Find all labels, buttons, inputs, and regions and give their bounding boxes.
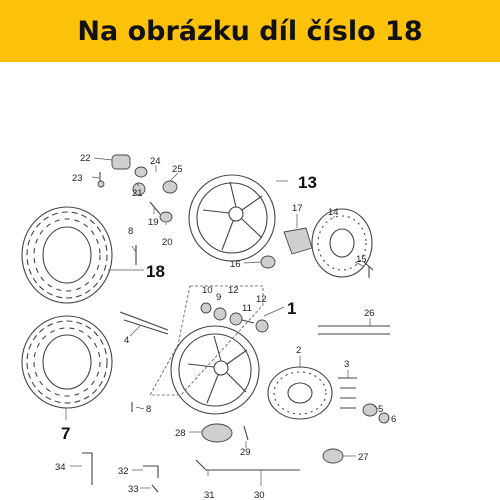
- tyre-front-7: [21, 315, 113, 409]
- callout-19: 19: [148, 217, 159, 228]
- callout-5: 5: [378, 404, 383, 415]
- callout-1: 1: [287, 299, 296, 318]
- callout-12b: 12: [256, 294, 267, 305]
- hub-carrier-17: [283, 227, 313, 255]
- banner-title: Na obrázku díl číslo 18: [77, 15, 423, 47]
- clip-29: [243, 425, 249, 441]
- callout-14: 14: [328, 207, 339, 218]
- bolt-19: [149, 201, 161, 215]
- seal-10: [200, 302, 212, 314]
- callout-9: 9: [216, 292, 221, 303]
- callout-10: 10: [202, 285, 213, 296]
- front-hub-dashed-outline: [149, 285, 264, 396]
- valve-part-22: [111, 154, 131, 170]
- rear-wheel-rim: [188, 174, 276, 262]
- washer-21: [132, 182, 146, 196]
- bolt-set-26: [318, 325, 390, 335]
- bolts-3: [338, 377, 357, 409]
- callout-8-lower: 8: [146, 404, 151, 415]
- callout-33: 33: [128, 484, 139, 495]
- spacer-20: [159, 211, 173, 223]
- drive-28: [201, 423, 233, 443]
- callout-24: 24: [150, 156, 161, 167]
- rear-brake-disc: [311, 208, 373, 278]
- callout-4: 4: [124, 335, 129, 346]
- callout-22: 22: [80, 153, 91, 164]
- callout-7: 7: [61, 424, 70, 443]
- callout-30: 30: [254, 490, 265, 500]
- callout-21: 21: [132, 188, 143, 199]
- nut-5: [362, 403, 378, 417]
- callout-26: 26: [364, 308, 375, 319]
- callout-18: 18: [146, 262, 165, 281]
- callout-17: 17: [292, 203, 303, 214]
- front-brake-disc: [267, 366, 333, 420]
- callout-29: 29: [240, 447, 251, 458]
- valve-cap-23: [97, 180, 105, 188]
- callout-16: 16: [230, 259, 241, 270]
- bracket-32: [143, 465, 159, 478]
- tyre-rear-18: [21, 206, 113, 304]
- callout-25: 25: [172, 164, 183, 175]
- bearing-12a: [229, 312, 243, 326]
- callout-2: 2: [296, 345, 301, 356]
- screw-15: [363, 261, 374, 278]
- callout-27: 27: [358, 452, 369, 463]
- title-banner: Na obrázku díl číslo 18: [0, 0, 500, 62]
- callout-32: 32: [118, 466, 129, 477]
- front-wheel-rim: [170, 325, 260, 415]
- sleeve-11: [241, 319, 255, 324]
- cover-27: [322, 448, 344, 464]
- callout-6: 6: [391, 414, 396, 425]
- callout-12a: 12: [228, 285, 239, 296]
- callout-20: 20: [162, 237, 173, 248]
- bearing-12b: [255, 319, 269, 333]
- collar-16: [260, 255, 276, 269]
- callout-31: 31: [204, 490, 215, 500]
- bearing-25: [162, 180, 178, 194]
- callout-34: 34: [55, 462, 66, 473]
- bearing-9: [213, 307, 227, 321]
- nut-24: [134, 166, 148, 178]
- callout-11: 11: [242, 303, 252, 314]
- callout-3: 3: [344, 359, 349, 370]
- sensor-31: [195, 459, 226, 471]
- callout-23: 23: [72, 173, 83, 184]
- leader-lines: [65, 157, 389, 489]
- callout-8-upper: 8: [128, 226, 133, 237]
- screw-33: [151, 484, 159, 493]
- callout-28: 28: [175, 428, 186, 439]
- cable-34: [82, 452, 93, 485]
- callout-15: 15: [356, 254, 367, 265]
- callout-13: 13: [298, 173, 317, 192]
- axle-4: [119, 311, 169, 335]
